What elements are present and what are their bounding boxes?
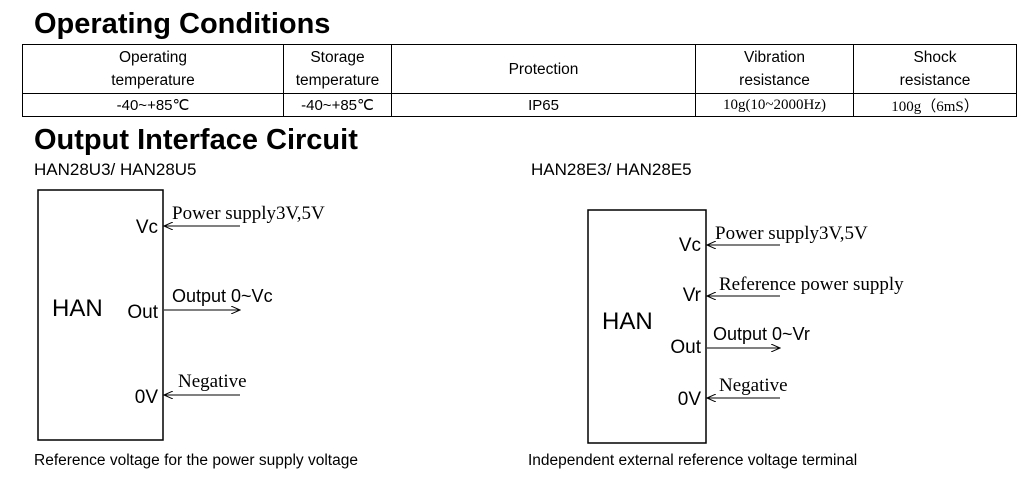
left-device-label: HAN	[52, 295, 103, 322]
right-pin-vc: Vc	[679, 235, 701, 256]
cell-shock-resistance: 100g（6mS）	[853, 93, 1017, 117]
right-pin-vr: Vr	[683, 285, 702, 306]
cell-vibration-resistance: 10g(10~2000Hz)	[695, 93, 854, 117]
left-caption: Reference voltage for the power supply v…	[34, 452, 358, 469]
output-interface-title: Output Interface Circuit	[34, 124, 358, 156]
right-device-box	[587, 209, 707, 444]
left-signal-output: Output 0~Vc	[172, 286, 273, 306]
cell-operating-temperature: -40~+85℃	[22, 93, 284, 117]
left-model-label: HAN28U3/ HAN28U5	[34, 160, 197, 179]
left-signal-supply: Power supply3V,5V	[172, 203, 325, 224]
right-circuit: HAN Vc Vr Out 0V Power supply3V,5V Refer…	[587, 209, 904, 444]
cell-protection: IP65	[391, 93, 696, 117]
right-pin-out: Out	[670, 337, 701, 358]
cell-storage-temperature: -40~+85℃	[283, 93, 392, 117]
right-model-label: HAN28E3/ HAN28E5	[531, 160, 692, 179]
left-pin-0v: 0V	[135, 387, 159, 408]
table-row: -40~+85℃ -40~+85℃ IP65 10g(10~2000Hz) 10…	[22, 93, 1017, 117]
left-signal-negative: Negative	[178, 371, 247, 392]
right-caption: Independent external reference voltage t…	[528, 452, 858, 469]
right-signal-reference: Reference power supply	[719, 274, 904, 295]
right-device-label: HAN	[602, 308, 653, 335]
left-pin-out: Out	[127, 302, 158, 323]
right-signal-negative: Negative	[719, 375, 788, 396]
right-pin-0v: 0V	[678, 389, 702, 410]
left-pin-vc: Vc	[136, 217, 158, 238]
left-device-box	[37, 189, 164, 441]
header-protection: Protection	[391, 44, 696, 94]
right-signal-supply: Power supply3V,5V	[715, 223, 868, 244]
left-circuit: HAN Vc Out 0V Power supply3V,5V Output 0…	[37, 189, 325, 441]
operating-conditions-title: Operating Conditions	[34, 8, 331, 40]
right-signal-output: Output 0~Vr	[713, 324, 810, 344]
